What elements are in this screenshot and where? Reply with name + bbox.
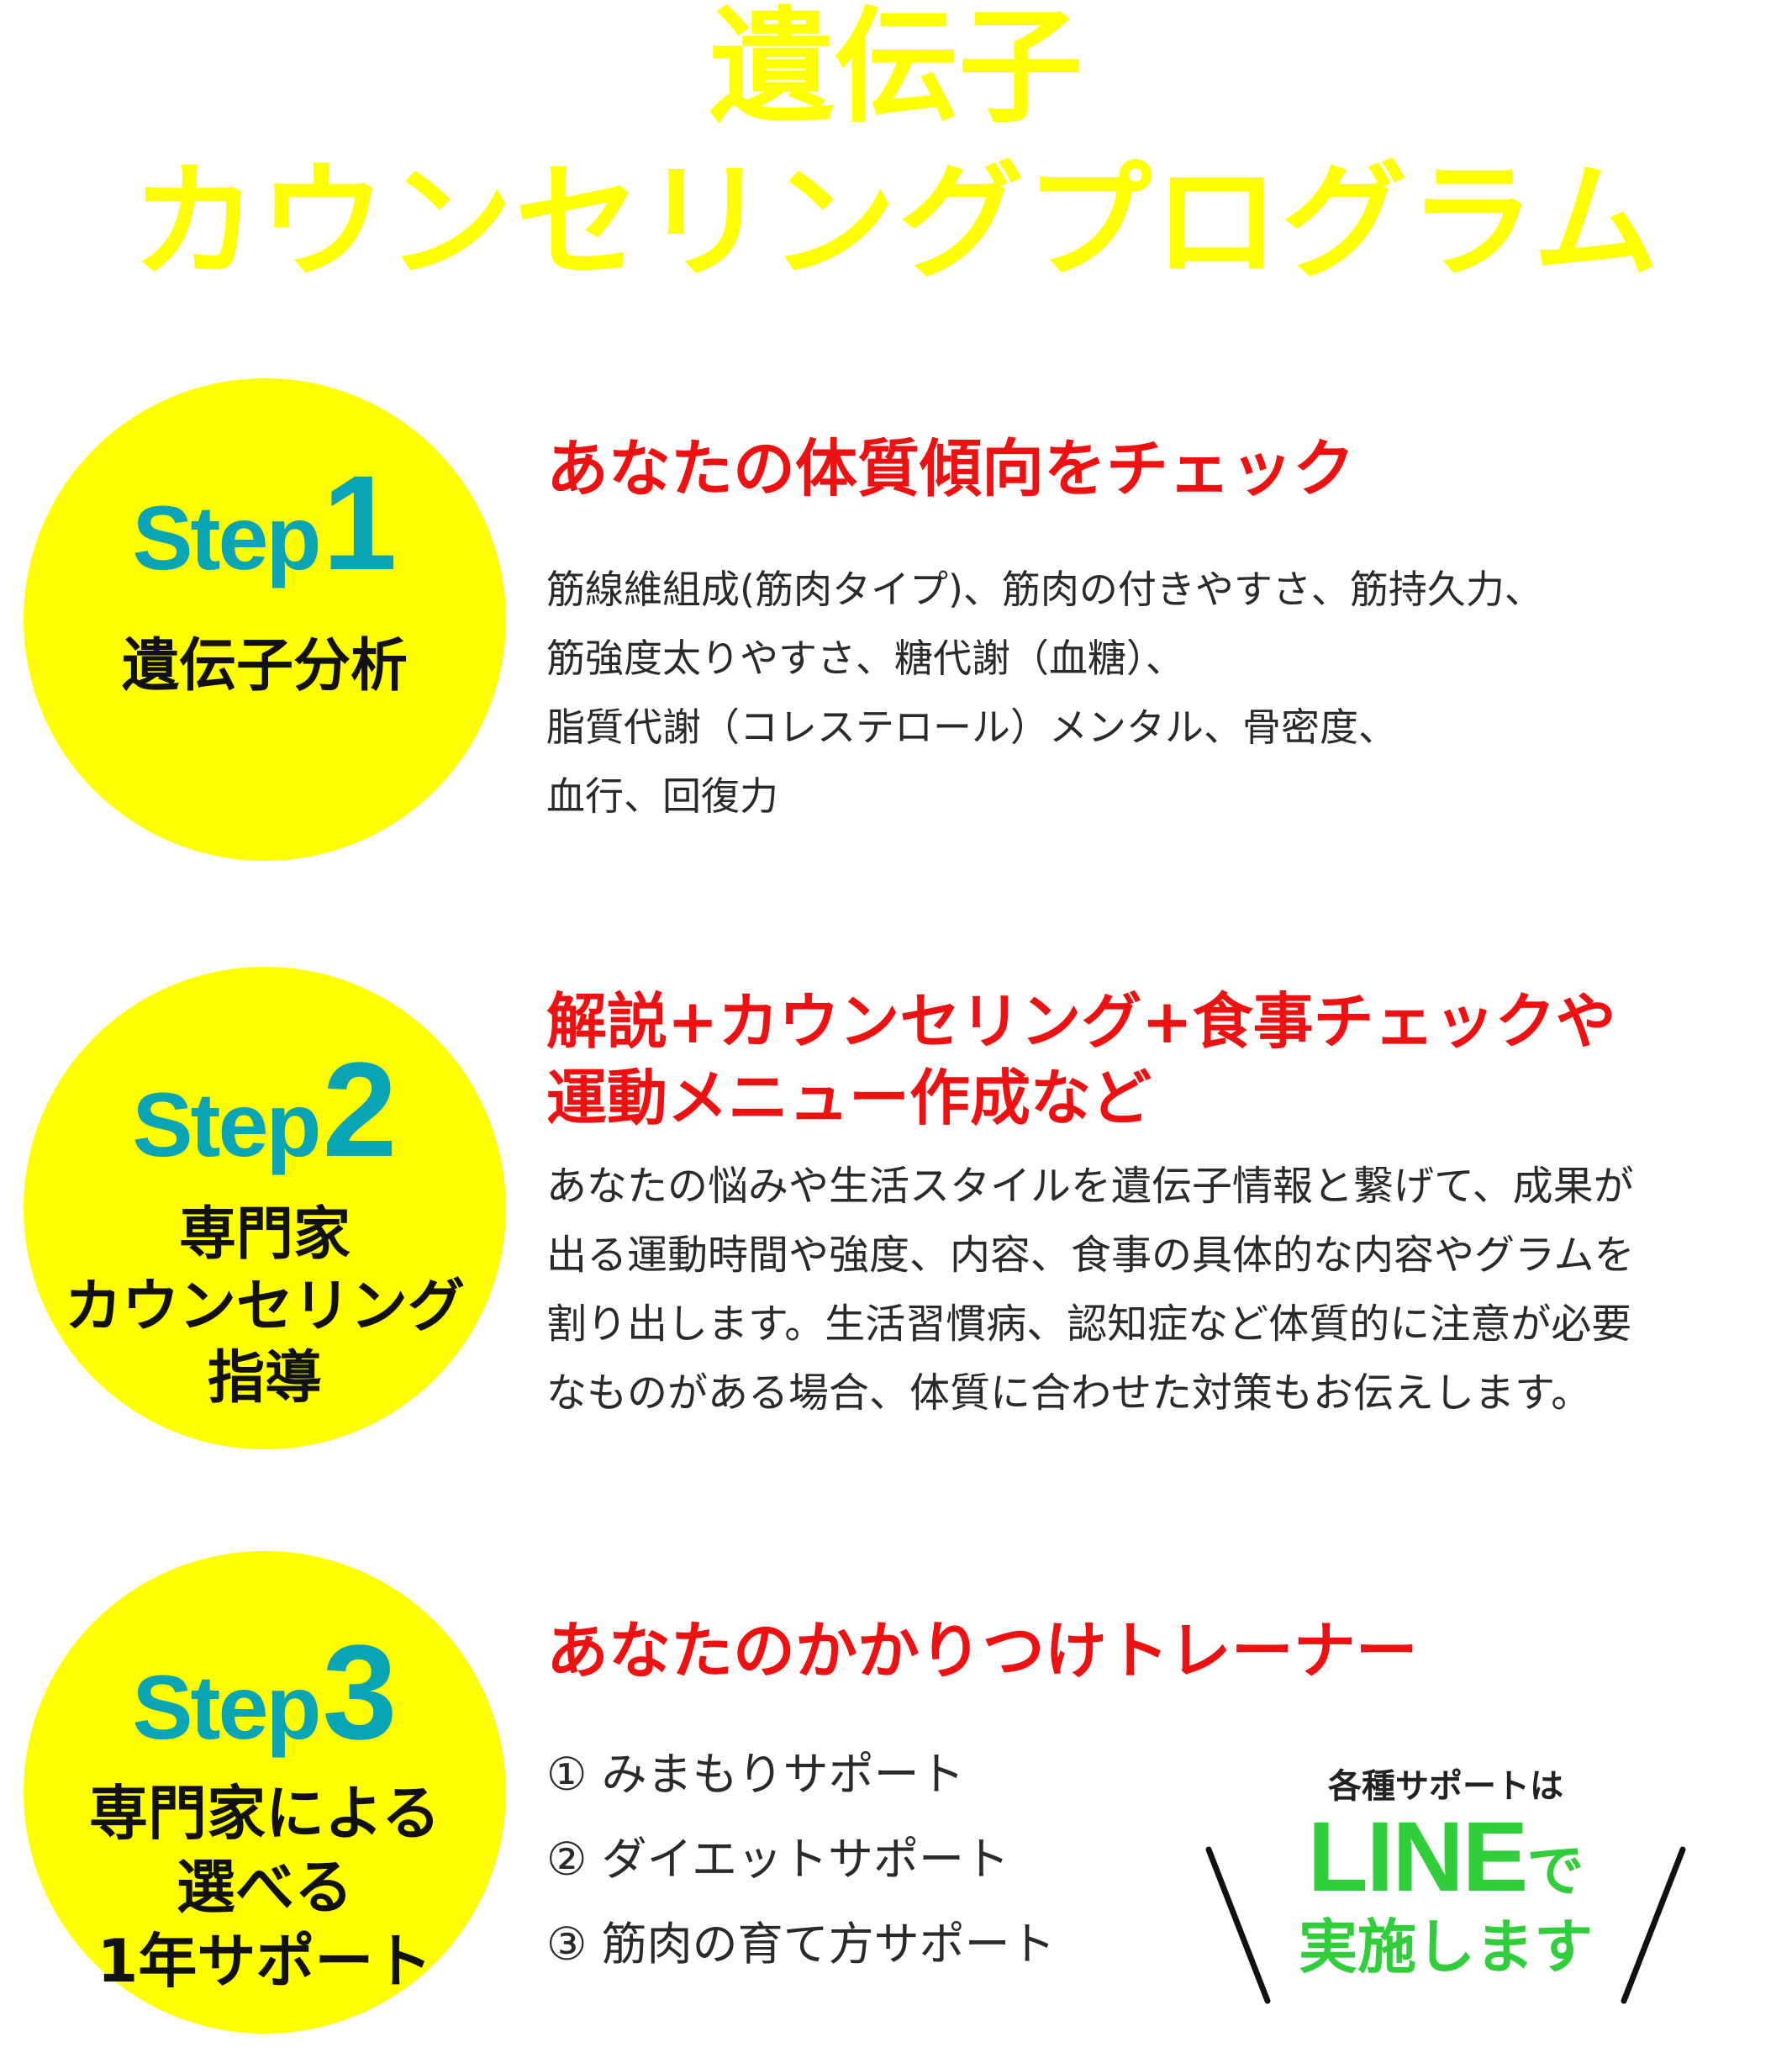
support-item: ③ 筋肉の育て方サポート <box>546 1918 1056 1971</box>
step3-label: Step3 <box>24 1625 506 1760</box>
page-title-line2: カウンセリングプログラム <box>131 150 1661 296</box>
step3-circle: Step3 専門家による 選べる 1年サポート <box>24 1551 506 2034</box>
step1-sub: 遺伝子分析 <box>24 631 506 703</box>
step2-label: Step2 <box>24 1042 506 1177</box>
step3-sub: 専門家による 選べる 1年サポート <box>24 1776 506 1999</box>
line-de-text: で <box>1526 1839 1584 1905</box>
step2-sub-line: 専門家 <box>178 1201 350 1268</box>
step1-body-line: 筋線維組成(筋肉タイプ)、筋肉の付きやすさ、筋持久力、 <box>546 567 1543 612</box>
step2-sub-line: カウンセリング <box>64 1273 465 1340</box>
step2-body-line: 出る運動時間や強度、内容、食事の具体的な内容やグラムを <box>546 1232 1635 1279</box>
step3-number: 3 <box>322 1617 398 1767</box>
step1-body-line: 筋強度太りやすさ、糖代謝（血糖）、 <box>546 636 1184 681</box>
step2-heading-line: 解説+カウンセリング+食事チェックや <box>546 986 1616 1057</box>
step1-circle: Step1 遺伝子分析 <box>24 378 506 861</box>
step1-word: Step <box>132 487 321 588</box>
step3-sub-line: 選べる <box>177 1853 353 1923</box>
step3-sub-line: 専門家による <box>89 1779 440 1848</box>
page-title-line1: 遺伝子 <box>709 0 1083 140</box>
step2-body-line: なものがある場合、体質に合わせた対策もお伝えします。 <box>546 1369 1592 1417</box>
line-note-brand-row: LINEで <box>1194 1807 1698 1907</box>
line-note-top: 各種サポートは <box>1328 1767 1563 1806</box>
left-slash-icon <box>1205 1846 1271 2004</box>
step2-word: Step <box>132 1074 321 1175</box>
step3-word: Step <box>132 1656 321 1758</box>
support-list: ① みまもりサポート ② ダイエットサポート ③ 筋肉の育て方サポート <box>546 1732 1056 1987</box>
line-brand-text: LINE <box>1307 1802 1529 1913</box>
step1-body: 筋線維組成(筋肉タイプ)、筋肉の付きやすさ、筋持久力、 筋強度太りやすさ、糖代謝… <box>546 555 1543 831</box>
step1-number: 1 <box>322 447 398 598</box>
step2-sub-line: 指導 <box>207 1345 322 1412</box>
right-slash-icon <box>1621 1846 1686 2004</box>
support-item: ① みまもりサポート <box>546 1748 965 1801</box>
step3-heading-line: あなたのかかりつけトレーナー <box>546 1615 1418 1687</box>
step1-body-line: 脂質代謝（コレステロール）メンタル、骨密度、 <box>546 704 1397 750</box>
step1-heading: あなたの体質傾向をチェック <box>546 430 1355 509</box>
step2-body: あなたの悩みや生活スタイルを遺伝子情報と繋げて、成果が 出る運動時間や強度、内容… <box>546 1152 1635 1427</box>
line-note-bottom: 実施します <box>1299 1913 1593 1981</box>
support-item: ② ダイエットサポート <box>546 1833 1010 1886</box>
step3-heading: あなたのかかりつけトレーナー <box>546 1612 1418 1691</box>
step1-heading-line: あなたの体質傾向をチェック <box>546 433 1355 505</box>
step2-heading: 解説+カウンセリング+食事チェックや 運動メニュー作成など <box>546 984 1616 1137</box>
step1-body-line: 血行、回復力 <box>546 773 778 819</box>
step2-body-line: 割り出します。生活習慣病、認知症など体質的に注意が必要 <box>546 1301 1632 1348</box>
step1-label: Step1 <box>24 456 506 590</box>
line-support-note: 各種サポートは LINEで 実施します <box>1194 1740 1698 2043</box>
step1-sub-line: 遺伝子分析 <box>121 633 408 699</box>
step2-circle: Step2 専門家 カウンセリング 指導 <box>24 967 506 1449</box>
step2-heading-line: 運動メニュー作成など <box>546 1063 1152 1134</box>
step2-number: 2 <box>322 1034 398 1185</box>
step2-body-line: あなたの悩みや生活スタイルを遺伝子情報と繋げて、成果が <box>546 1163 1634 1210</box>
step2-sub: 専門家 カウンセリング 指導 <box>24 1199 506 1415</box>
step3-sub-line: 1年サポート <box>97 1927 433 1997</box>
